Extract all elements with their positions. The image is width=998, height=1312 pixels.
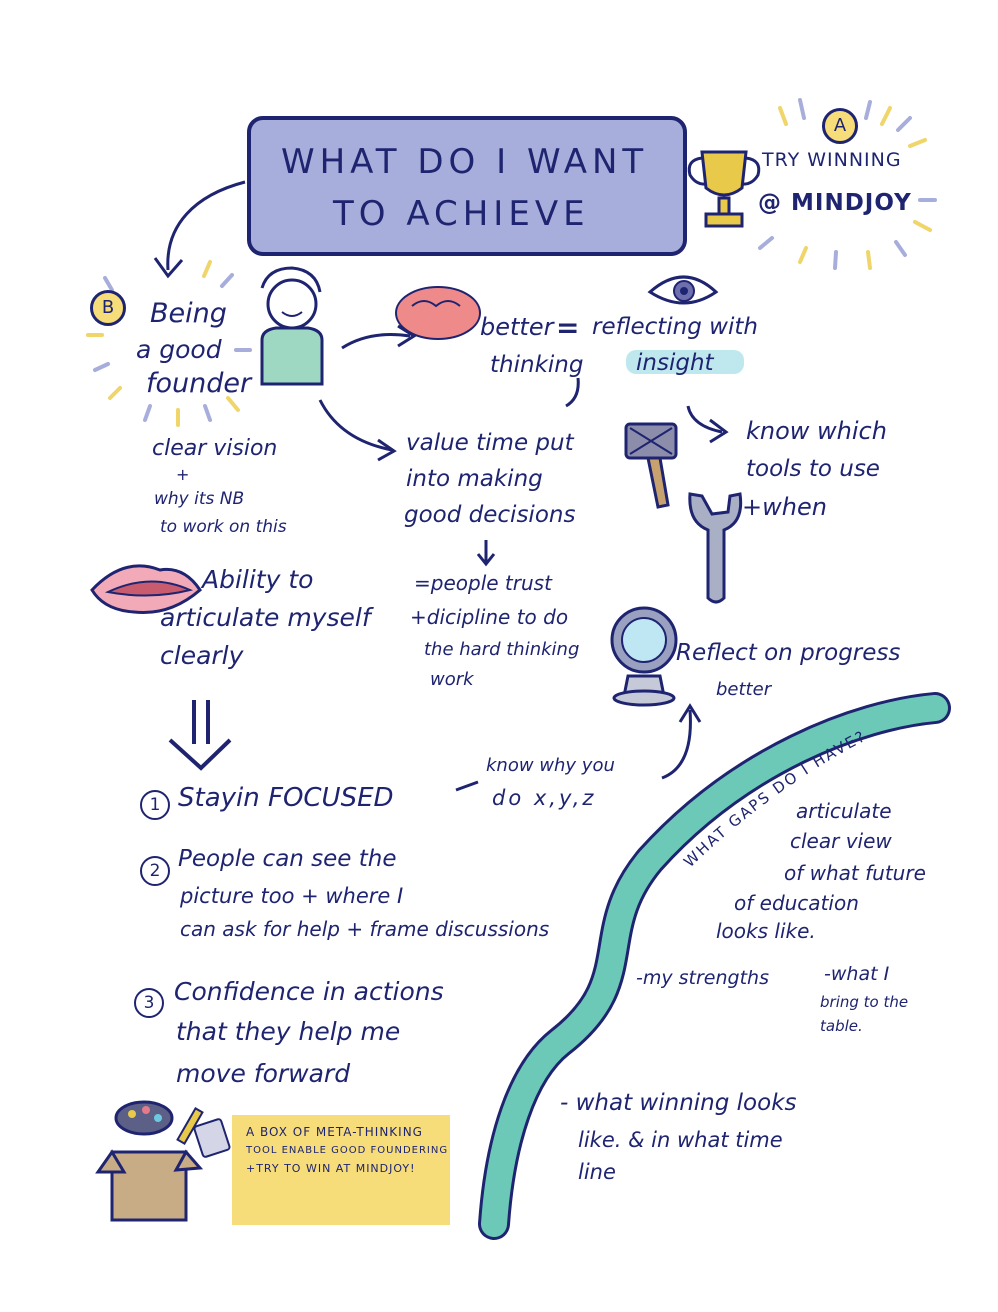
badge-b: B xyxy=(90,290,126,326)
founder-figure-icon xyxy=(260,266,324,386)
reflect-line-1: Reflect on progress xyxy=(676,640,901,666)
tools-line-1: know which xyxy=(746,417,887,445)
trust-line-4: work xyxy=(430,669,474,690)
gap-3-line-2: like. & in what time xyxy=(578,1128,783,1152)
arrow-head-thinking xyxy=(397,324,417,348)
brain-icon xyxy=(395,286,481,340)
arrow-knowwhy-to-reflect xyxy=(661,709,692,780)
gap-1-line-4: of education xyxy=(734,891,859,915)
articulate-line-1: Ability to xyxy=(202,565,314,594)
dash-focused-knowwhy xyxy=(455,780,479,792)
tools-line-2: tools to use xyxy=(746,456,880,482)
arrow-person-to-value xyxy=(318,399,393,452)
badge-a: A xyxy=(822,108,858,144)
title-box: WHAT DO I WANT TO ACHIEVE xyxy=(247,116,687,256)
articulate-line-2: articulate myself xyxy=(160,603,371,632)
gap-1-line-5: looks like. xyxy=(716,919,816,943)
gap-2-line-2: -what I xyxy=(824,963,890,985)
title-line-1: WHAT DO I WANT xyxy=(281,142,649,182)
thinking-better: better xyxy=(480,313,554,341)
gap-2-line-4: table. xyxy=(820,1017,863,1035)
hammer-icon xyxy=(624,422,678,509)
outcome-3-line-2: that they help me xyxy=(176,1017,401,1046)
arrow-title-to-founder xyxy=(166,180,246,271)
mirror-icon xyxy=(610,606,678,707)
knowwhy-line-1: know why you xyxy=(486,755,615,776)
outcome-3-line-3: move forward xyxy=(176,1059,351,1088)
vision-line-2: why its NB xyxy=(154,489,245,509)
outcome-1-num: 1 xyxy=(140,790,170,820)
note-line-2: TOOL ENABLE GOOD FOUNDERING xyxy=(246,1145,449,1156)
value-line-2: into making xyxy=(406,466,543,492)
thinking-equals: = xyxy=(556,311,580,344)
value-line-1: value time put xyxy=(406,430,574,456)
lips-icon xyxy=(90,564,202,615)
trophy-icon xyxy=(687,150,761,228)
trust-line-1: =people trust xyxy=(414,571,552,595)
big-arrow-down xyxy=(168,700,232,771)
wrench-icon xyxy=(688,492,743,604)
gap-1-line-3: of what future xyxy=(784,861,926,885)
arrow-head-value xyxy=(377,438,397,462)
note-line-3: +TRY TO WIN AT MINDJOY! xyxy=(246,1162,416,1175)
outcome-2-line-2: picture too + where I xyxy=(180,884,404,908)
thinking-insight: insight xyxy=(636,350,714,376)
insight-highlight xyxy=(626,350,744,374)
trust-line-3: the hard thinking xyxy=(424,639,580,660)
gap-1-line-1: articulate xyxy=(796,799,892,823)
eye-icon xyxy=(647,275,719,305)
goal-a-line-1: TRY WINNING xyxy=(762,149,902,171)
meta-thinking-note: A BOX OF META-THINKING TOOL ENABLE GOOD … xyxy=(232,1115,450,1225)
title-line-2: TO ACHIEVE xyxy=(333,194,590,234)
gap-2-line-1: -my strengths xyxy=(636,967,769,989)
goal-b-line-1: Being xyxy=(150,298,227,329)
reflect-line-2: better xyxy=(716,679,772,700)
gaps-river-fill xyxy=(481,695,948,1237)
goal-b-line-2: a good xyxy=(136,335,222,364)
gap-3-line-3: line xyxy=(578,1160,616,1184)
calculator-icon xyxy=(193,1118,231,1158)
goal-a-line-2: @ MINDJOY xyxy=(758,190,912,216)
knowwhy-line-2: do x,y,z xyxy=(492,786,597,810)
vision-plus: + xyxy=(176,465,190,484)
gap-3-line-1: - what winning looks xyxy=(560,1090,797,1116)
arrow-person-to-thinking xyxy=(341,333,411,350)
arrow-head-tools xyxy=(709,418,729,444)
value-line-3: good decisions xyxy=(404,502,576,528)
vision-line-3: to work on this xyxy=(160,517,287,537)
tools-line-3: +when xyxy=(742,493,827,521)
thinking-word: thinking xyxy=(490,352,584,378)
sparkle-rays-b xyxy=(86,260,252,427)
articulate-line-3: clearly xyxy=(160,641,244,670)
vision-line-1: clear vision xyxy=(152,436,278,461)
arrow-head-founder xyxy=(153,257,184,279)
outcome-2-line-3: can ask for help + frame discussions xyxy=(180,917,550,941)
note-line-1: A BOX OF META-THINKING xyxy=(246,1125,423,1139)
arrow-insight-to-tools xyxy=(686,405,723,434)
arrow-reflecting-down xyxy=(565,377,580,408)
box-icon xyxy=(95,1149,204,1222)
gap-1-line-2: clear view xyxy=(790,829,892,853)
gap-2-line-3: bring to the xyxy=(820,993,909,1011)
arrow-head-reflect xyxy=(678,703,702,723)
outcome-2-num: 2 xyxy=(140,856,170,886)
trust-line-2: +dicipline to do xyxy=(410,605,569,629)
outcome-2-line-1: People can see the xyxy=(178,846,397,872)
arrow-value-to-trust xyxy=(476,540,496,567)
thinking-reflecting: reflecting with xyxy=(592,314,758,340)
outcome-3-line-1: Confidence in actions xyxy=(174,977,444,1006)
palette-icon xyxy=(114,1100,174,1136)
outcome-3-num: 3 xyxy=(134,988,164,1018)
outcome-1-line-1: Stayin FOCUSED xyxy=(178,783,394,813)
sparkle-rays-a xyxy=(758,98,937,270)
goal-b-line-3: founder xyxy=(146,368,252,399)
